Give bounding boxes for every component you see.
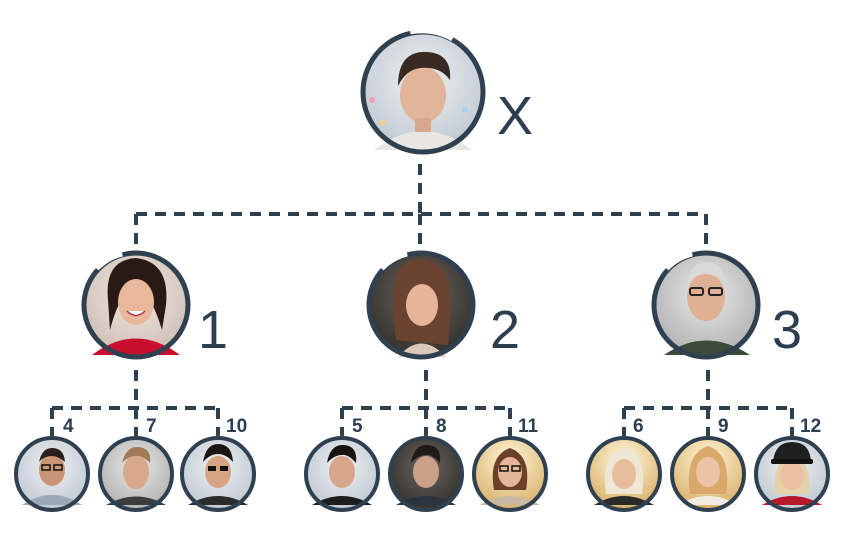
node-level1-1: 1 bbox=[84, 253, 228, 360]
node-root: X bbox=[363, 30, 533, 152]
node-3-label: 3 bbox=[772, 300, 802, 360]
node-7-label: 7 bbox=[146, 416, 157, 437]
node-1-label: 1 bbox=[198, 300, 228, 360]
node-6-label: 6 bbox=[633, 416, 644, 437]
node-level1-3: 3 bbox=[654, 253, 802, 360]
node-12-label: 12 bbox=[800, 416, 821, 437]
root-label: X bbox=[497, 86, 533, 146]
node-11-label: 11 bbox=[518, 416, 539, 437]
node-4-label: 4 bbox=[63, 416, 74, 437]
node-5-label: 5 bbox=[352, 416, 363, 437]
node-2-label: 2 bbox=[490, 300, 520, 360]
node-8-label: 8 bbox=[436, 416, 447, 437]
node-10-label: 10 bbox=[226, 416, 247, 437]
node-9-label: 9 bbox=[718, 416, 729, 437]
node-level1-2: 2 bbox=[369, 253, 520, 360]
